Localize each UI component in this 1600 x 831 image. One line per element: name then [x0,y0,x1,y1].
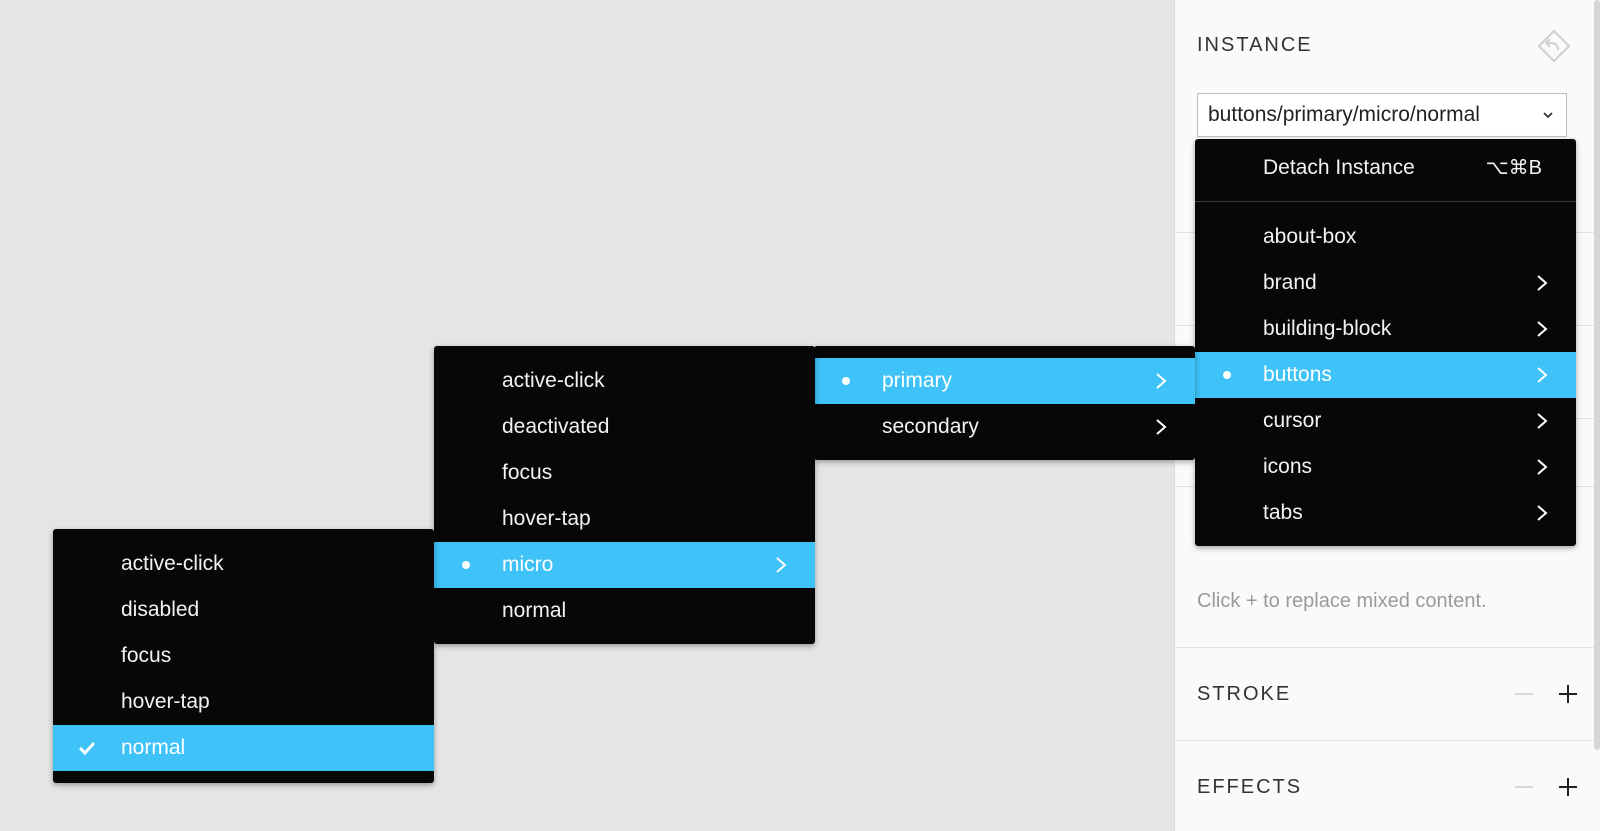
detach-instance-shortcut: ⌥⌘B [1485,157,1542,179]
selected-bullet-icon [462,561,470,569]
chevron-right-icon [1156,419,1167,435]
root-menu-item-label: building-block [1263,317,1392,340]
level4-menu-item-label: normal [121,736,186,759]
effects-section-title: EFFECTS [1197,776,1303,798]
level4-menu-item[interactable]: disabled [53,587,434,633]
effects-remove-minus-icon[interactable] [1513,776,1535,798]
root-menu-item[interactable]: cursor [1195,398,1576,444]
root-menu-item-label: cursor [1263,409,1322,432]
root-menu-item-label: buttons [1263,363,1332,386]
stroke-section-title: STROKE [1197,683,1292,705]
menu-separator [1195,201,1576,202]
level2-menu-item[interactable]: secondary [814,404,1195,450]
effects-add-plus-icon[interactable] [1557,776,1579,798]
level3-menu-item[interactable]: hover-tap [434,496,815,542]
divider [1175,740,1600,741]
level4-menu-item[interactable]: active-click [53,541,434,587]
level3-menu-item-label: focus [502,461,553,484]
level2-menu-item-label: secondary [882,415,979,438]
checkmark-icon [78,741,96,756]
chevron-right-icon [1537,505,1548,521]
level4-menu-item[interactable]: focus [53,633,434,679]
chevron-right-icon [1537,321,1548,337]
level3-menu-item-label: deactivated [502,415,610,438]
level3-menu-item[interactable]: focus [434,450,815,496]
root-menu-item[interactable]: buttons [1195,352,1576,398]
root-menu-item-label: tabs [1263,501,1303,524]
component-select[interactable]: buttons/primary/micro/normal [1197,93,1567,137]
component-menu-root: Detach Instance ⌥⌘B about-box brand buildi… [1195,139,1576,546]
component-menu-level2: primary secondary [814,346,1195,460]
chevron-right-icon [776,557,787,573]
level3-menu-item[interactable]: micro [434,542,815,588]
selected-bullet-icon [1223,371,1231,379]
detach-instance-label: Detach Instance [1263,156,1415,179]
level4-menu-item[interactable]: normal [53,725,434,771]
root-menu-item[interactable]: brand [1195,260,1576,306]
instance-section-title: INSTANCE [1197,34,1313,56]
stroke-remove-minus-icon[interactable] [1513,683,1535,705]
detach-instance-menu-item[interactable]: Detach Instance ⌥⌘B [1195,145,1576,191]
component-menu-level3: active-click deactivated focus hover-tap mic… [434,346,815,644]
root-menu-item[interactable]: icons [1195,444,1576,490]
root-menu-item-label: about-box [1263,225,1357,248]
level3-menu-item-label: normal [502,599,567,622]
level2-menu-item-label: primary [882,369,953,392]
divider [1175,647,1600,648]
level4-menu-item[interactable]: hover-tap [53,679,434,725]
chevron-right-icon [1156,373,1167,389]
detach-instance-icon[interactable] [1536,28,1572,64]
component-select-value: buttons/primary/micro/normal [1208,103,1480,126]
root-menu-item-label: icons [1263,455,1313,478]
level3-menu-item[interactable]: deactivated [434,404,815,450]
root-menu-item[interactable]: tabs [1195,490,1576,536]
level2-menu-item[interactable]: primary [814,358,1195,404]
root-menu-item[interactable]: about-box [1195,214,1576,260]
level4-menu-item-label: hover-tap [121,690,210,713]
level4-menu-item-label: active-click [121,552,224,575]
level4-menu-item-label: disabled [121,598,200,621]
root-menu-item[interactable]: building-block [1195,306,1576,352]
level4-menu-item-label: focus [121,644,172,667]
level3-menu-item-label: active-click [502,369,605,392]
component-menu-level4: active-click disabled focus hover-tap normal [53,529,434,783]
mixed-content-hint: Click + to replace mixed content. [1197,590,1487,612]
level3-menu-item-label: micro [502,553,554,576]
level3-menu-item[interactable]: active-click [434,358,815,404]
chevron-right-icon [1537,367,1548,383]
panel-scrollbar[interactable] [1594,0,1600,750]
root-menu-item-label: brand [1263,271,1317,294]
selected-bullet-icon [842,377,850,385]
chevron-right-icon [1537,275,1548,291]
chevron-down-icon [1543,112,1553,119]
level3-menu-item-label: hover-tap [502,507,591,530]
chevron-right-icon [1537,413,1548,429]
stroke-add-plus-icon[interactable] [1557,683,1579,705]
chevron-right-icon [1537,459,1548,475]
level3-menu-item[interactable]: normal [434,588,815,634]
